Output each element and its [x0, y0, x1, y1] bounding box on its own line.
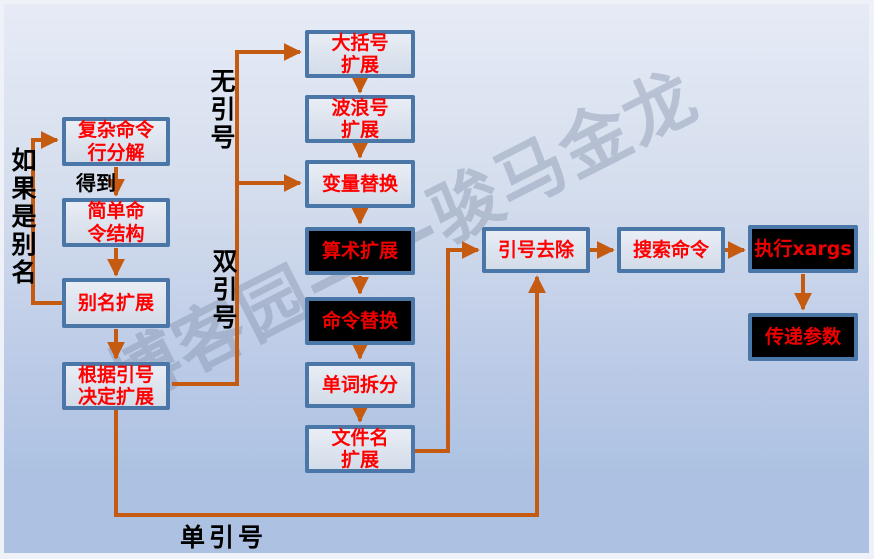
node-complex-command-decompose: 复杂命令 行分解 [62, 117, 170, 166]
edge-noquote-path [172, 43, 302, 386]
node-execute-xargs: 执行xargs [748, 225, 858, 273]
node-quote-decides-expansion: 根据引号 决定扩展 [62, 362, 170, 410]
node-filename-expansion: 文件名 扩展 [305, 425, 415, 473]
node-command-substitution: 命令替换 [305, 297, 415, 345]
edge-label-got: 得到 [76, 171, 116, 195]
edge-label-double-quote: 双引号 [209, 248, 238, 332]
edge-alias-loop [31, 131, 62, 305]
node-alias-expansion: 别名扩展 [62, 278, 170, 328]
node-tilde-expansion: 波浪号 扩展 [305, 95, 415, 143]
node-brace-expansion: 大括号 扩展 [305, 30, 415, 78]
edge-label-if-alias: 如果是别名 [8, 147, 37, 287]
node-word-splitting: 单词拆分 [305, 362, 415, 408]
node-variable-substitution: 变量替换 [305, 160, 415, 208]
node-arithmetic-expansion: 算术扩展 [305, 227, 415, 275]
edge-label-no-quote: 无引号 [207, 68, 236, 152]
edge-singlequote-path [114, 275, 546, 517]
node-simple-command-structure: 简单命 令结构 [62, 198, 170, 247]
node-quote-removal: 引号去除 [482, 227, 590, 273]
node-pass-arguments: 传递参数 [748, 313, 858, 361]
edge-label-single-quote: 单引号 [180, 523, 268, 552]
edge-filename-to-quoteremoval [415, 241, 480, 453]
node-search-command: 搜索命令 [617, 227, 725, 273]
